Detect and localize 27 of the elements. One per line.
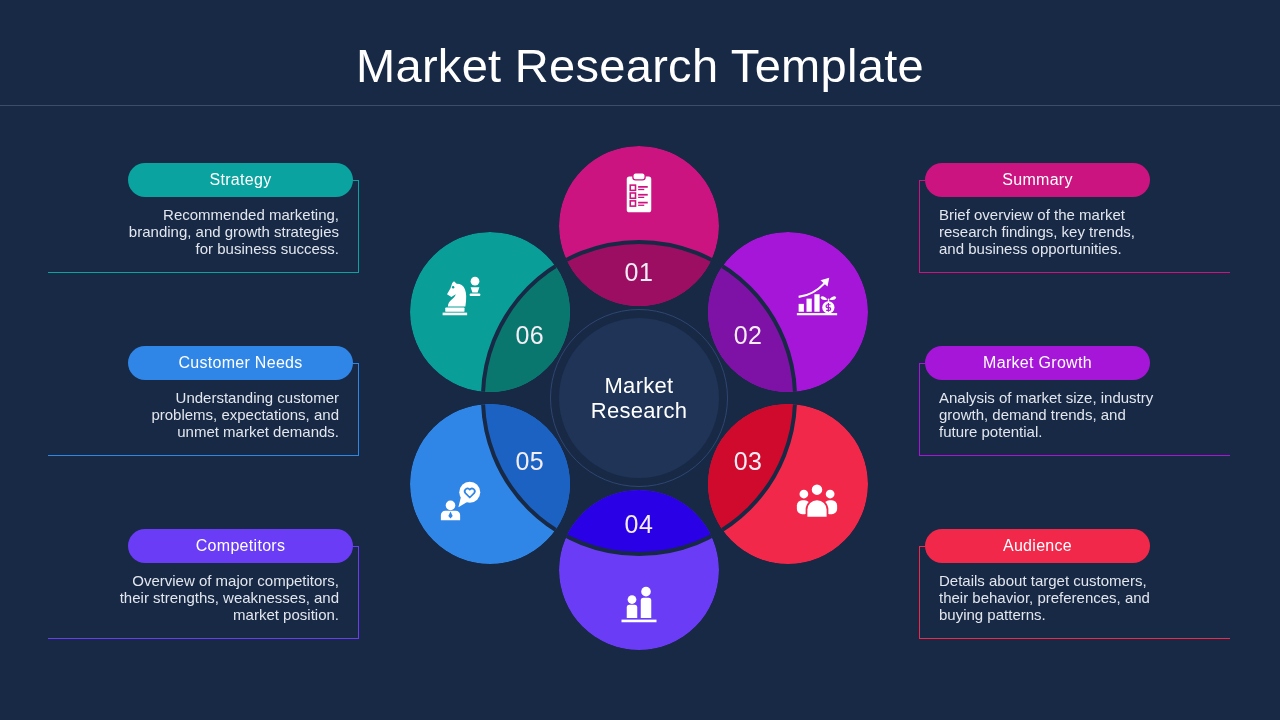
title-pill: Customer Needs bbox=[128, 346, 353, 380]
step-number: 01 bbox=[624, 258, 654, 286]
card-description: Brief overview of the market research findings, key trends, and business opportunities. bbox=[939, 207, 1136, 258]
step-number: 06 bbox=[515, 321, 545, 349]
title-pill: Strategy bbox=[128, 163, 353, 197]
card-description: Understanding customer problems, expectations, and unmet market demands. bbox=[150, 390, 339, 441]
info-card bbox=[919, 529, 1230, 639]
info-card bbox=[919, 163, 1230, 273]
petal-circle bbox=[410, 232, 571, 392]
slide-title: Market Research Template bbox=[356, 38, 924, 94]
step-number: 02 bbox=[733, 321, 763, 349]
title-pill: Market Growth bbox=[925, 346, 1150, 380]
step-number: 03 bbox=[733, 447, 763, 475]
info-card bbox=[48, 529, 359, 639]
info-card bbox=[919, 346, 1230, 456]
center-label: Market Research bbox=[589, 373, 689, 423]
card-description: Overview of major competitors, their strengths, weaknesses, and market position. bbox=[118, 573, 339, 624]
title-pill: Competitors bbox=[128, 529, 353, 563]
card-description: Analysis of market size, industry growth, demand trends, and future potential. bbox=[939, 390, 1155, 441]
card-description: Details about target customers, their behavior, preferences, and buying patterns. bbox=[939, 573, 1151, 624]
title-pill: Summary bbox=[925, 163, 1150, 197]
step-number: 04 bbox=[624, 510, 654, 538]
step-number: 05 bbox=[515, 447, 545, 475]
info-card bbox=[48, 163, 359, 273]
title-pill: Audience bbox=[925, 529, 1150, 563]
info-card bbox=[48, 346, 359, 456]
card-description: Recommended marketing, branding, and growth strategies for business success. bbox=[127, 207, 339, 258]
